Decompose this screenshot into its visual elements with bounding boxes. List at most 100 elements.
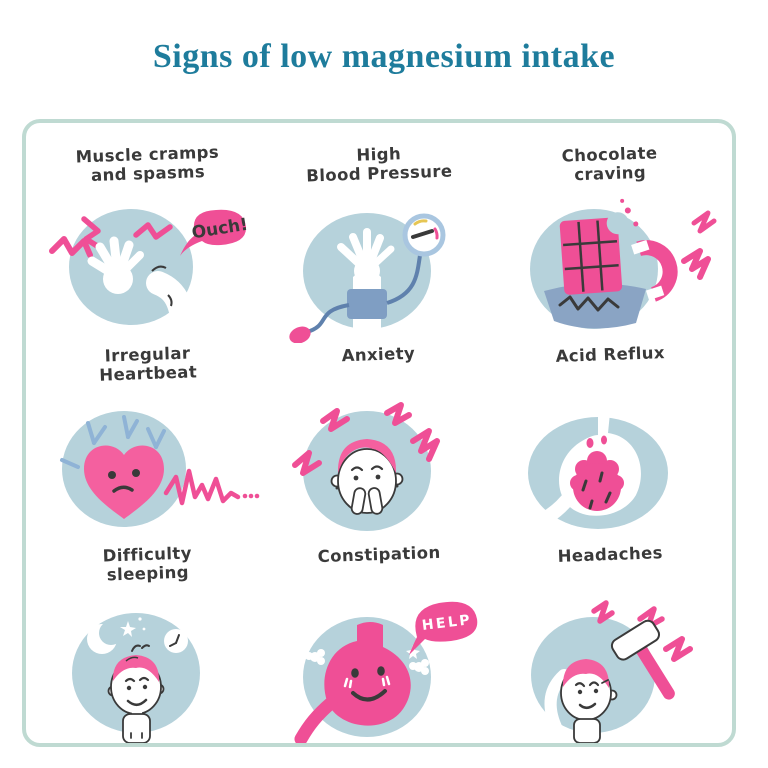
nail-biting-hands-icon bbox=[350, 487, 384, 515]
crumb bbox=[620, 198, 625, 203]
symptom-muscle-cramps: Muscle cramps and spasms bbox=[32, 143, 263, 343]
magnet-icon bbox=[631, 239, 678, 302]
vessels-icon bbox=[59, 415, 166, 469]
anxiety-illustration bbox=[291, 402, 440, 531]
worried-eyebrow bbox=[124, 677, 135, 683]
label-chocolate-craving: Chocolate craving bbox=[561, 143, 659, 185]
sparkle-dot bbox=[138, 617, 142, 621]
acid-drop bbox=[601, 435, 608, 445]
squint-mark bbox=[601, 679, 610, 684]
stress-zigzag-icon bbox=[319, 408, 350, 432]
cramped-hand-icon bbox=[87, 236, 144, 294]
moon-icon bbox=[86, 621, 123, 654]
bp-gauge-icon bbox=[402, 213, 446, 257]
arm-icon bbox=[544, 669, 571, 733]
stress-zigzag-icon bbox=[291, 450, 322, 476]
pain-zigzag-icon bbox=[132, 222, 173, 240]
label-anxiety: Anxiety bbox=[341, 343, 416, 366]
star-icon bbox=[405, 645, 420, 659]
sad-mouth bbox=[126, 698, 147, 706]
symptoms-grid: Muscle cramps and spasms bbox=[26, 123, 732, 743]
hair-strand bbox=[125, 656, 138, 662]
raised-hand-icon bbox=[336, 228, 395, 343]
ouch-speech-bubble: Ouch! bbox=[179, 209, 249, 256]
eye bbox=[126, 685, 131, 691]
pain-zigzag-icon bbox=[663, 636, 694, 662]
crumb bbox=[625, 207, 632, 214]
acid-dashes bbox=[581, 471, 612, 510]
high-blood-pressure-illustration bbox=[289, 213, 446, 343]
symptom-high-blood-pressure: High Blood Pressure bbox=[263, 143, 494, 343]
label-irregular-heartbeat: Irregular Heartbeat bbox=[98, 343, 198, 386]
sad-mouth bbox=[579, 702, 597, 709]
stress-zigzag-icon bbox=[409, 428, 440, 462]
hair-icon bbox=[337, 439, 397, 473]
eye bbox=[578, 689, 583, 695]
worried-eyebrow bbox=[350, 466, 364, 472]
worried-eyebrow bbox=[575, 682, 586, 688]
symptom-irregular-heartbeat: Irregular Heartbeat bbox=[32, 343, 263, 543]
ekg-dot bbox=[248, 493, 253, 499]
pajama-body bbox=[121, 709, 151, 743]
constipation-illustration: HELP bbox=[294, 601, 478, 743]
eye bbox=[351, 668, 359, 678]
symptom-difficulty-sleeping: Difficulty sleeping bbox=[32, 543, 263, 743]
muscle-cramps-illustration: Ouch! bbox=[48, 209, 249, 343]
hair-icon bbox=[112, 655, 159, 682]
leg-accent-line bbox=[150, 265, 167, 272]
acid-flame-icon bbox=[570, 451, 625, 511]
ekg-line-icon bbox=[163, 468, 240, 506]
worried-eyebrow bbox=[370, 465, 384, 471]
crumb bbox=[633, 221, 639, 227]
clock-icon bbox=[163, 629, 188, 653]
symptom-constipation: Constipation bbox=[263, 543, 494, 743]
eye bbox=[594, 688, 599, 694]
infographic-card: Muscle cramps and spasms bbox=[22, 119, 736, 747]
label-headaches: Headaches bbox=[557, 543, 663, 566]
label-constipation: Constipation bbox=[316, 542, 441, 567]
stress-mark bbox=[140, 644, 150, 649]
label-high-blood-pressure: High Blood Pressure bbox=[305, 144, 453, 187]
eye bbox=[353, 475, 359, 481]
ekg-dot bbox=[242, 493, 247, 499]
wrapper-squiggle bbox=[558, 295, 620, 312]
puff-icon bbox=[304, 649, 325, 665]
bp-cuff-icon bbox=[346, 289, 387, 319]
help-speech-bubble: HELP bbox=[408, 601, 478, 655]
leg-accent-line bbox=[166, 294, 173, 307]
chocolate-craving-illustration bbox=[530, 198, 717, 329]
acid-drop bbox=[586, 438, 594, 448]
heart-mouth bbox=[111, 485, 134, 493]
tears bbox=[343, 675, 391, 689]
worried-eyebrow bbox=[138, 676, 149, 682]
body bbox=[573, 715, 602, 743]
eye bbox=[375, 474, 381, 480]
symptom-anxiety: Anxiety bbox=[263, 343, 494, 543]
symptom-acid-reflux: Acid Reflux bbox=[495, 343, 726, 543]
symptom-chocolate-craving: Chocolate craving bbox=[495, 143, 726, 343]
anxious-face bbox=[337, 448, 397, 514]
star-icon bbox=[119, 621, 136, 637]
puff-icon bbox=[408, 659, 429, 675]
label-muscle-cramps: Muscle cramps and spasms bbox=[75, 142, 220, 186]
bite-mark bbox=[607, 212, 630, 235]
attraction-zigzag-icon bbox=[681, 248, 712, 280]
pain-zigzag-icon bbox=[591, 600, 616, 624]
bp-tube bbox=[306, 303, 350, 334]
heart-eye bbox=[131, 469, 140, 477]
eye bbox=[142, 684, 147, 690]
pain-zigzag-icon bbox=[48, 236, 93, 258]
pain-zigzag-icon bbox=[80, 216, 105, 252]
stress-zigzag-icon bbox=[383, 402, 412, 426]
symptom-headaches: Headaches bbox=[495, 543, 726, 743]
headaches-illustration bbox=[531, 600, 694, 743]
page-title: Signs of low magnesium intake bbox=[152, 38, 616, 75]
hammer-icon bbox=[611, 619, 676, 700]
chocolate-bar-icon bbox=[560, 198, 639, 295]
ekg-dot bbox=[254, 493, 259, 499]
help-text: HELP bbox=[421, 612, 473, 634]
sparkle-dot bbox=[142, 627, 146, 631]
label-difficulty-sleeping: Difficulty sleeping bbox=[102, 543, 193, 585]
hair-icon bbox=[563, 659, 610, 688]
sad-mouth bbox=[350, 689, 387, 702]
